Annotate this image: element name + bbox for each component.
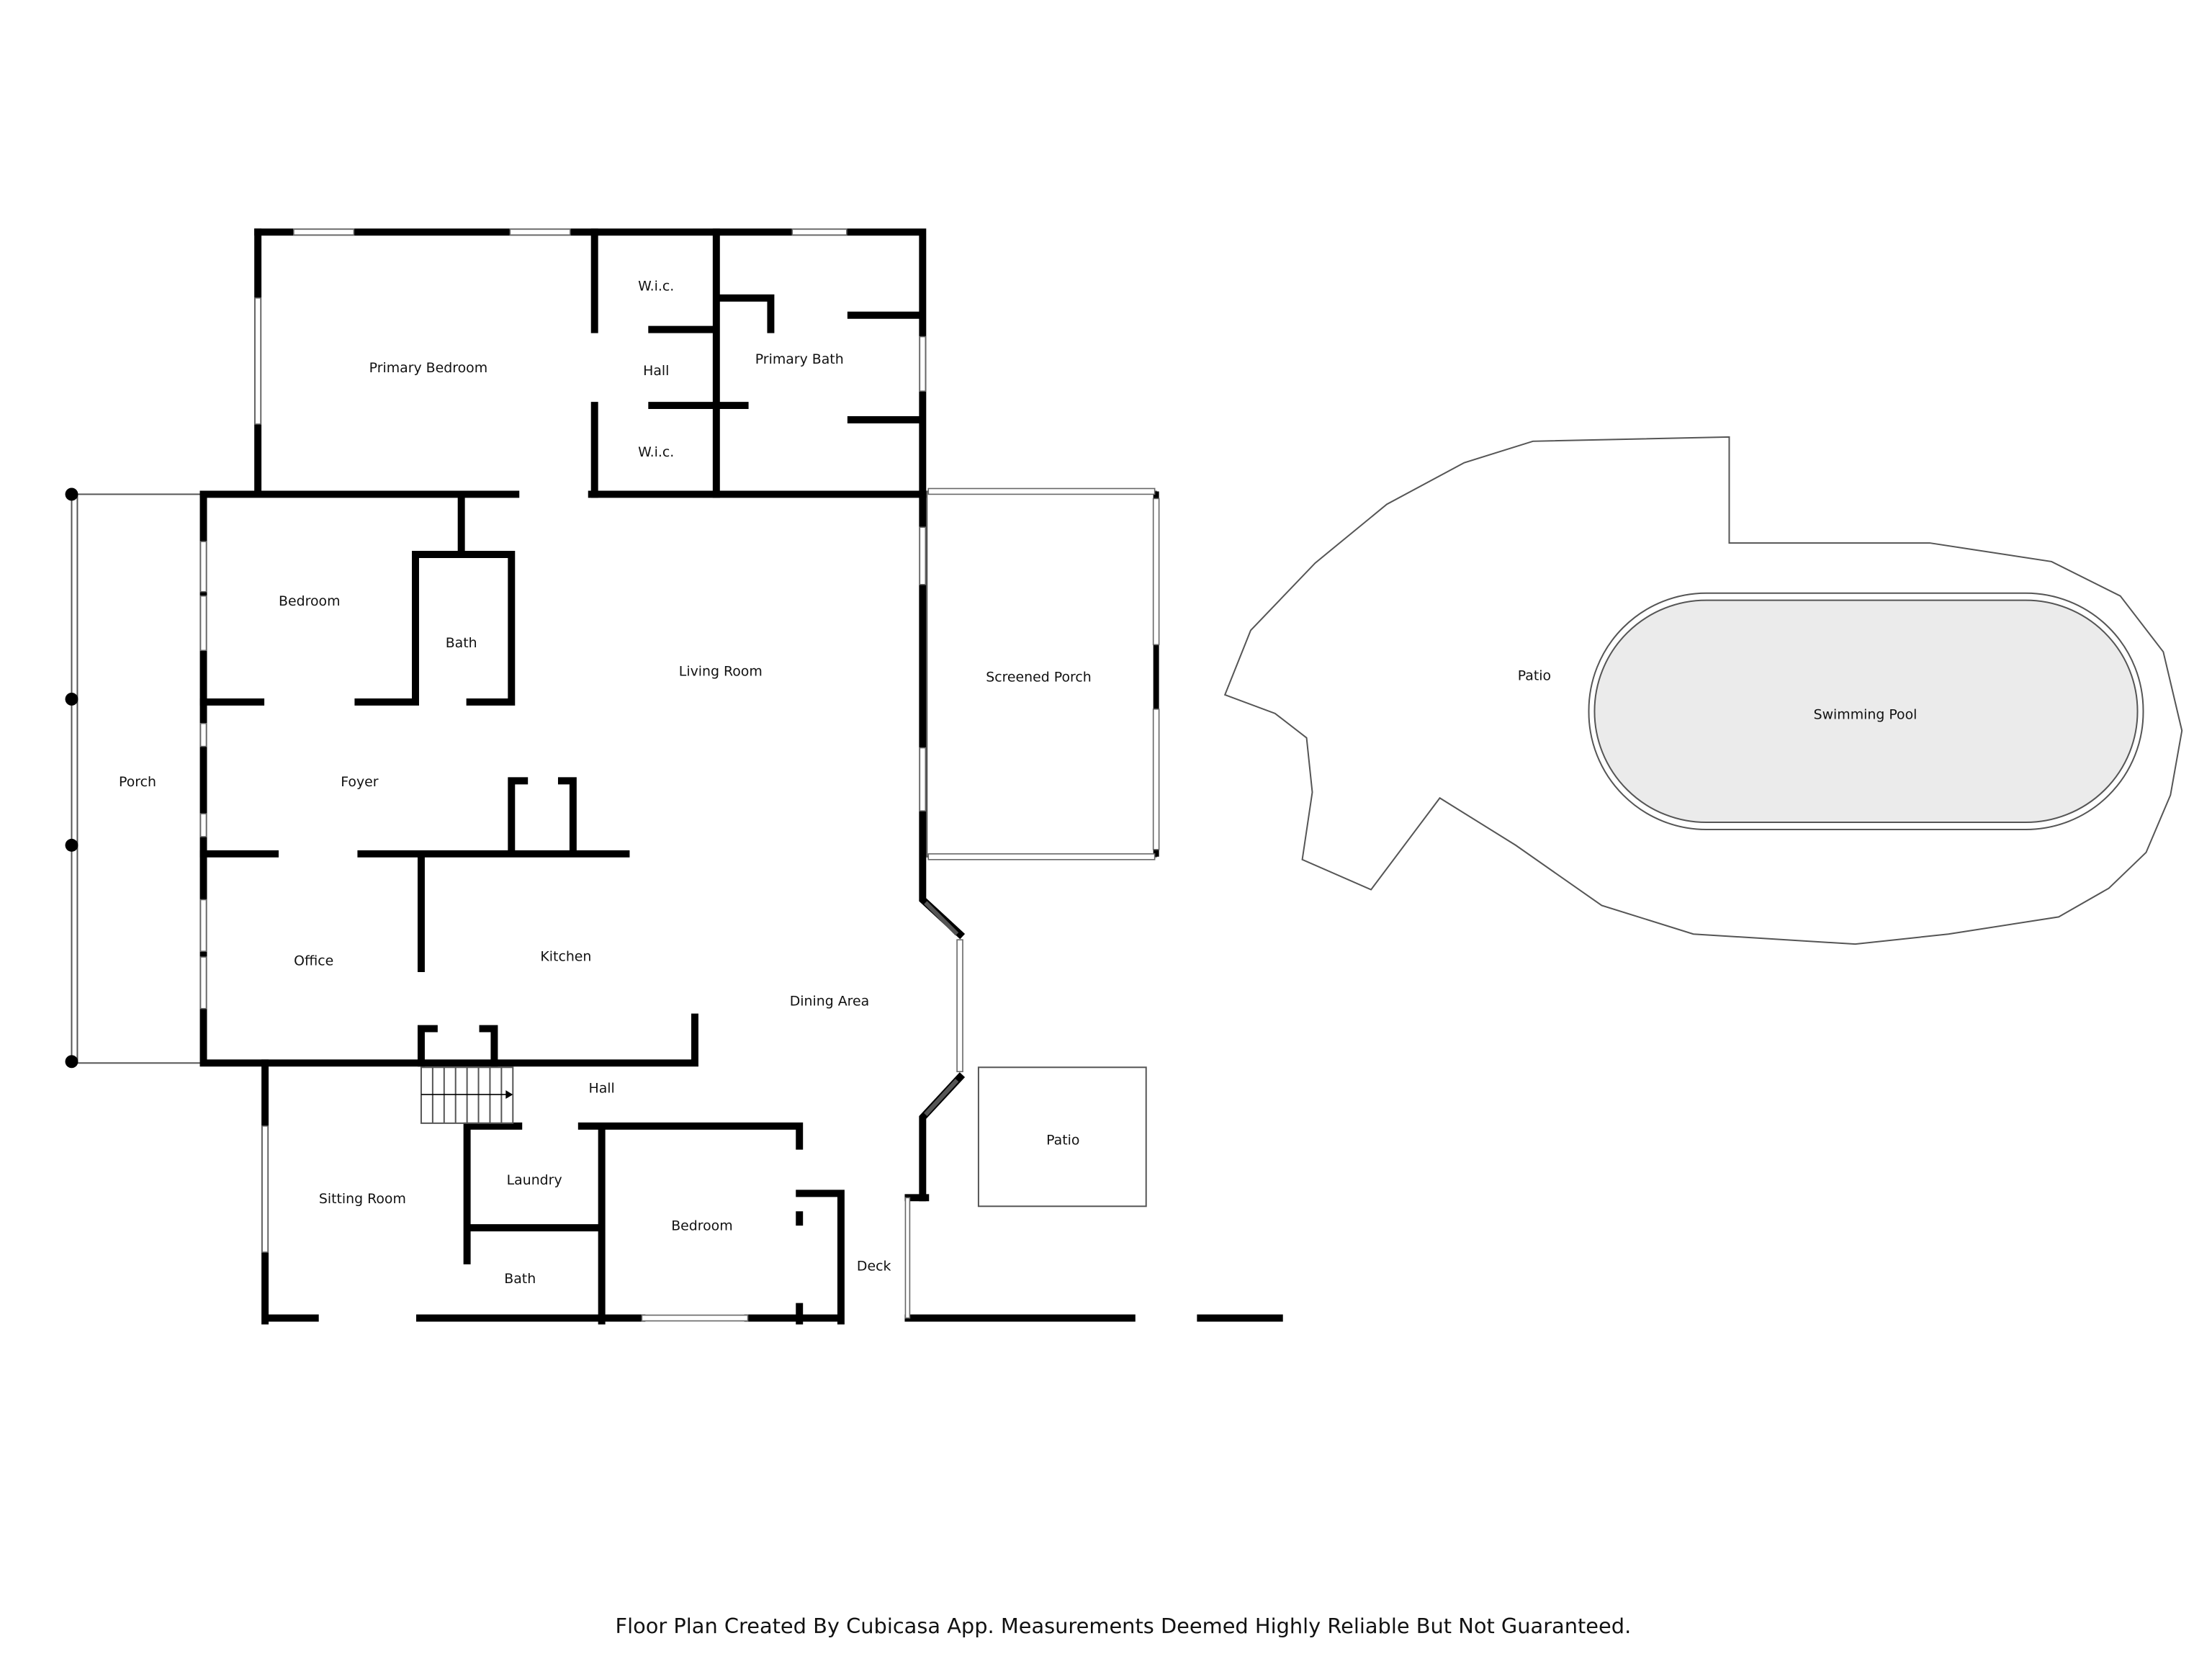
label-hall-lower: Hall — [589, 1081, 615, 1097]
label-porch: Porch — [119, 774, 156, 790]
stair-direction-arrow-icon — [505, 1090, 513, 1100]
label-wic-bottom: W.i.c. — [638, 444, 674, 460]
label-patio-small: Patio — [1046, 1132, 1079, 1148]
patio-large-outline — [1223, 436, 2183, 945]
label-living-room: Living Room — [679, 664, 763, 680]
label-bath-2: Bath — [504, 1271, 536, 1287]
label-wic-top: W.i.c. — [638, 278, 674, 294]
label-laundry: Laundry — [507, 1172, 562, 1188]
label-sitting-room: Sitting Room — [319, 1191, 406, 1207]
footer-disclaimer: Floor Plan Created By Cubicasa App. Meas… — [616, 1614, 1632, 1638]
label-bath-1: Bath — [446, 635, 477, 651]
patio-small-outline — [977, 1066, 1147, 1208]
label-screened-porch: Screened Porch — [986, 670, 1092, 685]
label-bedroom-1: Bedroom — [279, 593, 340, 609]
label-bedroom-2: Bedroom — [671, 1218, 732, 1234]
label-foyer: Foyer — [341, 774, 379, 790]
label-primary-bedroom: Primary Bedroom — [369, 360, 487, 376]
swimming-pool — [1588, 592, 2144, 830]
label-hall-upper: Hall — [643, 363, 669, 379]
staircase — [420, 1066, 514, 1124]
label-swimming-pool: Swimming Pool — [1814, 706, 1917, 722]
windows — [199, 228, 1156, 1322]
label-dining-area: Dining Area — [790, 993, 869, 1009]
label-primary-bath: Primary Bath — [755, 351, 844, 367]
label-patio-large: Patio — [1518, 668, 1551, 684]
label-office: Office — [294, 953, 333, 969]
label-kitchen: Kitchen — [540, 949, 591, 965]
label-deck: Deck — [857, 1258, 891, 1274]
